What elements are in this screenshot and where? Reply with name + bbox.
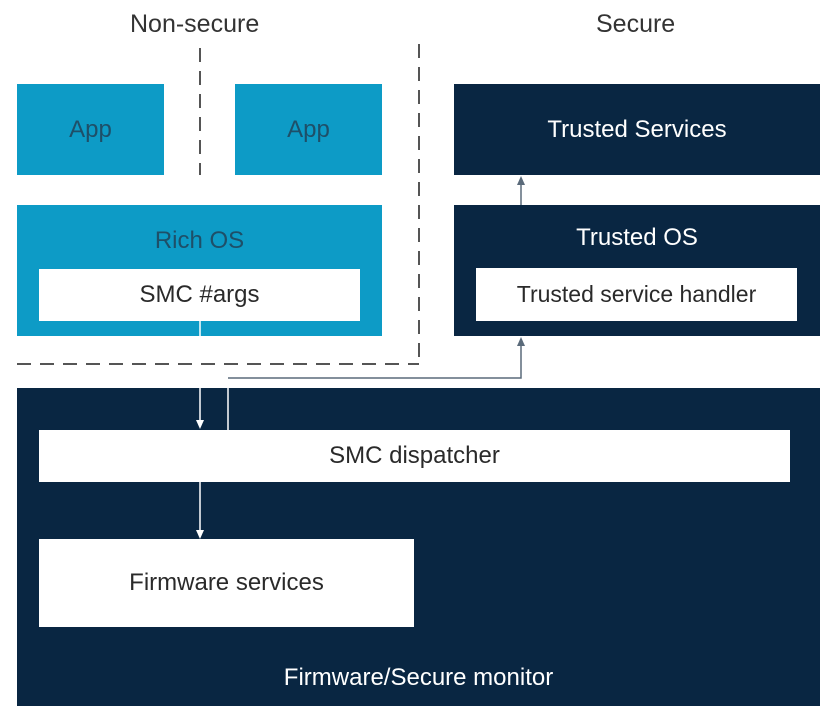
arrowhead-trusted-os-visible	[517, 337, 525, 346]
secure-label: Secure	[596, 10, 676, 38]
rich-os-label: Rich OS	[154, 227, 245, 254]
app-box-left: App	[17, 84, 164, 175]
arrowhead-dispatcher-to-firmware	[196, 530, 204, 539]
smc-args-box: SMC #args	[39, 269, 360, 321]
firmware-services-box: Firmware services	[39, 539, 414, 627]
trusted-services-label: Trusted Services	[547, 115, 727, 143]
app-box-right: App	[235, 84, 382, 175]
app-label-right: App	[287, 115, 330, 143]
arrowhead-smc-to-dispatcher	[196, 420, 204, 429]
non-secure-label: Non-secure	[130, 10, 260, 38]
arrowhead-trusted-os-to-services	[517, 176, 525, 185]
arrow-dispatcher-to-trusted-os-visible	[228, 345, 522, 379]
firmware-services-label: Firmware services	[129, 569, 324, 596]
smc-dispatcher-box: SMC dispatcher	[39, 430, 790, 482]
smc-dispatcher-label: SMC dispatcher	[329, 442, 500, 469]
trusted-service-handler-box: Trusted service handler	[476, 268, 797, 321]
arrow-dispatcher-to-trusted-os	[227, 345, 522, 430]
trusted-service-handler-label: Trusted service handler	[516, 281, 757, 307]
trusted-os-label: Trusted OS	[576, 224, 698, 251]
firmware-secure-monitor-label: Firmware/Secure monitor	[283, 664, 554, 691]
app-label-left: App	[69, 115, 112, 143]
trusted-services-box: Trusted Services	[454, 84, 820, 175]
smc-args-label: SMC #args	[139, 281, 260, 308]
